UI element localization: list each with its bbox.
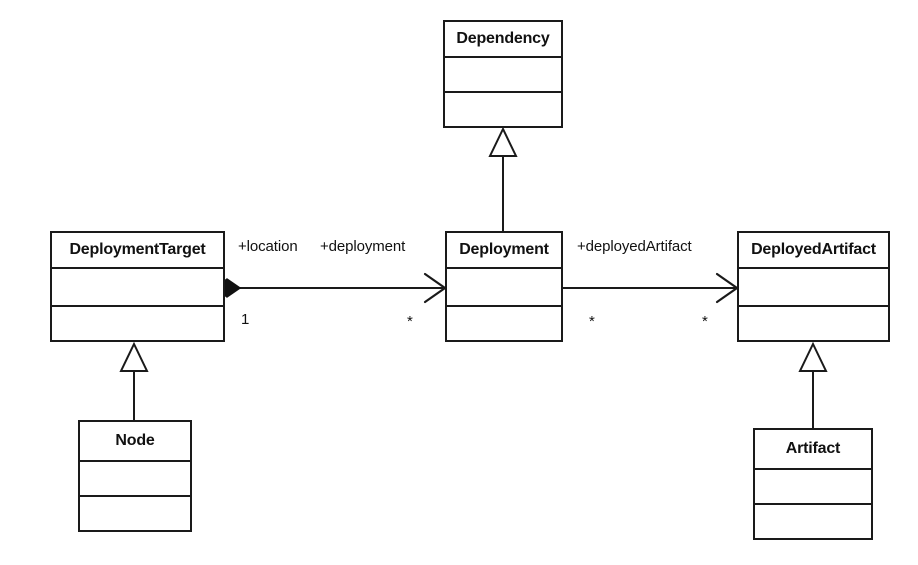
class-name-node: Node <box>80 422 190 462</box>
operations-compartment-artifact <box>755 505 871 538</box>
association-label-deployment: +deployment <box>320 238 406 255</box>
class-name-deployment-target: DeploymentTarget <box>52 233 223 269</box>
operations-compartment-deployed-artifact <box>739 307 888 340</box>
generalization-artifact-to-deployed-artifact <box>798 341 828 428</box>
class-name-deployed-artifact: DeployedArtifact <box>739 233 888 269</box>
class-name-deployment: Deployment <box>447 233 561 269</box>
operations-compartment-deployment <box>447 307 561 340</box>
generalization-deployment-to-dependency <box>488 126 518 231</box>
uml-class-deployed-artifact[interactable]: DeployedArtifact <box>737 231 890 342</box>
operations-compartment-node <box>80 497 190 530</box>
multiplicity-deployment-end-left: * <box>407 313 413 330</box>
multiplicity-deployment-end-right: * <box>589 313 595 330</box>
attributes-compartment-node <box>80 462 190 497</box>
attributes-compartment-dependency <box>445 58 561 93</box>
association-label-deployed-artifact: +deployedArtifact <box>577 238 692 255</box>
attributes-compartment-deployed-artifact <box>739 269 888 307</box>
association-deployment-to-deployed-artifact <box>563 272 739 304</box>
composition-deployment-target-to-deployment <box>213 272 447 304</box>
attributes-compartment-artifact <box>755 470 871 505</box>
operations-compartment-deployment-target <box>52 307 223 340</box>
generalization-node-to-deployment-target <box>119 341 149 420</box>
multiplicity-deployment-target-end: 1 <box>241 311 250 328</box>
class-name-dependency: Dependency <box>445 22 561 58</box>
association-label-location: +location <box>238 238 298 255</box>
multiplicity-deployed-artifact-end: * <box>702 313 708 330</box>
uml-class-node[interactable]: Node <box>78 420 192 532</box>
class-name-artifact: Artifact <box>755 430 871 470</box>
uml-class-deployment-target[interactable]: DeploymentTarget <box>50 231 225 342</box>
attributes-compartment-deployment-target <box>52 269 223 307</box>
uml-class-deployment[interactable]: Deployment <box>445 231 563 342</box>
uml-class-artifact[interactable]: Artifact <box>753 428 873 540</box>
uml-class-dependency[interactable]: Dependency <box>443 20 563 128</box>
operations-compartment-dependency <box>445 93 561 126</box>
attributes-compartment-deployment <box>447 269 561 307</box>
